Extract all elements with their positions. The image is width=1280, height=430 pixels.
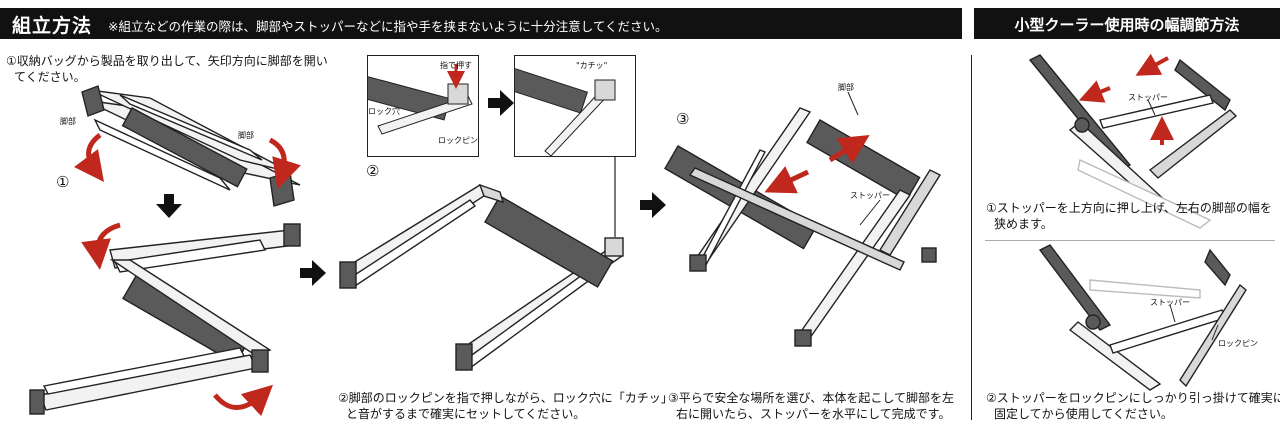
right-arrow-icon-3 <box>640 192 666 218</box>
rotate-arrow-bottom-icon <box>213 384 274 417</box>
detail-frame-press-pin <box>367 55 479 157</box>
step1-instruction: ①収納バッグから製品を取り出して、矢印方向に脚部を開い てください。 <box>6 53 328 85</box>
step3-label-stopper: ストッパー <box>850 191 890 200</box>
right-arrow-icon-2 <box>488 90 514 116</box>
width-adjust-bottom-illustration <box>1038 244 1247 391</box>
click-detail-illustration <box>515 63 616 156</box>
label-press: 指で押す <box>440 61 472 70</box>
width-adjust-header-bar: 小型クーラー使用時の幅調節方法 <box>974 8 1280 39</box>
slide-arrow-icon-2 <box>764 166 810 194</box>
press-pin-detail-illustration <box>368 64 473 135</box>
rotate-arrow-left-icon <box>74 133 104 183</box>
width-arrow-right-icon <box>1135 53 1169 76</box>
width-bottom-label-pin: ロックピン <box>1218 339 1258 348</box>
unfolding-stand-illustration <box>29 223 301 415</box>
step3-line-1: ③平らで安全な場所を選び、本体を起こして脚部を左 <box>668 391 955 405</box>
width-adjust-title: 小型クーラー使用時の幅調節方法 <box>1014 16 1240 34</box>
folded-stand-illustration <box>81 85 301 207</box>
step2-number: ② <box>366 162 380 180</box>
width-adjust-step2-instruction: ②ストッパーをロックピンにしっかり引っ掛けて確実に 固定してから使用してください… <box>986 390 1280 422</box>
rotate-arrow-top-icon <box>81 222 121 270</box>
step1-line-1: ①収納バッグから製品を取り出して、矢印方向に脚部を開い <box>6 54 328 68</box>
label-lock-pin: ロックピン <box>438 136 478 145</box>
width-step2-line-2: 固定してから使用してください。 <box>994 407 1173 421</box>
width-top-label-stopper: ストッパー <box>1128 93 1168 102</box>
width-adjust-top-illustration <box>1028 54 1238 229</box>
width-bottom-label-stopper: ストッパー <box>1150 298 1190 307</box>
down-arrow-icon <box>156 194 182 218</box>
step1-label-leg-right: 脚部 <box>238 131 254 140</box>
step3-instruction: ③平らで安全な場所を選び、本体を起こして脚部を左 右に開いたら、ストッパーを水平… <box>668 390 954 422</box>
safety-note: ※組立などの作業の際は、脚部やストッパーなどに指や手を挟まないように十分注意して… <box>108 19 668 34</box>
step2-line-2: と音がするまで確実にセットしてください。 <box>346 407 586 421</box>
assembly-header-bar: 組立方法 ※組立などの作業の際は、脚部やストッパーなどに指や手を挟まないように十… <box>0 8 962 39</box>
step2-instruction: ②脚部のロックピンを指で押しながら、ロック穴に「カチッ」 と音がするまで確実にセ… <box>338 390 673 422</box>
step3-line-2: 右に開いたら、ストッパーを水平にして完成です。 <box>676 407 951 421</box>
width-step1-line-1: ①ストッパーを上方向に押し上げ、左右の脚部の幅を <box>986 201 1272 215</box>
step3-label-leg: 脚部 <box>838 83 854 92</box>
vertical-divider <box>971 55 972 420</box>
step1-label-leg-left: 脚部 <box>60 117 76 126</box>
width-arrow-left-icon <box>1078 80 1111 103</box>
width-adjust-step1-instruction: ①ストッパーを上方向に押し上げ、左右の脚部の幅を 狭めます。 <box>986 200 1272 232</box>
step1-line-2: てください。 <box>14 70 86 84</box>
slide-arrow-icon-1 <box>828 135 870 164</box>
label-click: "カチッ" <box>576 61 608 70</box>
rotate-arrow-right-icon <box>268 137 301 190</box>
step3-stand-illustration <box>664 107 942 347</box>
horizontal-divider <box>985 240 1275 241</box>
step3-number: ③ <box>676 110 690 128</box>
step2-stand-illustration <box>339 183 624 371</box>
detail-frame-click <box>514 55 636 157</box>
step2-line-1: ②脚部のロックピンを指で押しながら、ロック穴に「カチッ」 <box>338 391 673 405</box>
label-lock-hole: ロック穴 <box>368 107 400 116</box>
step1-number: ① <box>56 173 70 191</box>
right-arrow-icon-1 <box>300 260 326 286</box>
assembly-title: 組立方法 <box>12 15 93 37</box>
width-step1-line-2: 狭めます。 <box>994 217 1053 231</box>
width-step2-line-1: ②ストッパーをロックピンにしっかり引っ掛けて確実に <box>986 391 1280 405</box>
